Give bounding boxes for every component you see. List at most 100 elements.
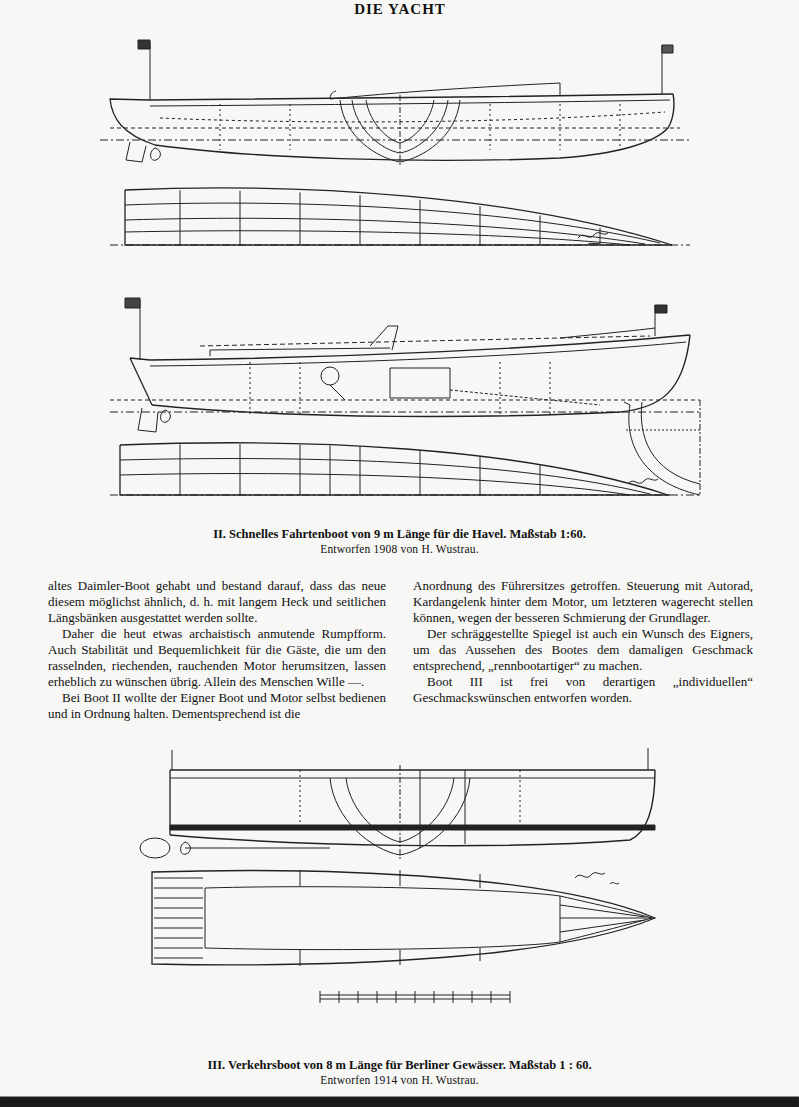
steering-wheel <box>321 367 339 385</box>
station-line <box>540 465 541 495</box>
deck-line <box>150 342 686 366</box>
deck-planking <box>154 908 203 909</box>
rudder <box>126 142 146 162</box>
water-line <box>160 112 665 122</box>
station-line <box>560 104 561 150</box>
deck-planking <box>154 938 203 939</box>
station-line <box>300 192 301 245</box>
hull-bottom <box>155 94 674 160</box>
deck-line <box>170 778 655 779</box>
station-line <box>600 228 601 245</box>
section-line <box>626 430 700 431</box>
rail <box>560 328 655 338</box>
water-line <box>120 474 630 495</box>
station-line <box>620 104 621 150</box>
station-line <box>420 770 465 848</box>
deck-planking <box>154 888 203 889</box>
scale-tick <box>377 991 378 1003</box>
station-line <box>300 445 301 495</box>
deck-line <box>150 100 670 106</box>
plan-outline <box>125 190 672 245</box>
scale-tick <box>510 991 511 1003</box>
station-line <box>240 191 241 245</box>
base-line <box>100 140 690 141</box>
flag <box>138 40 150 49</box>
flag-pole <box>648 748 649 770</box>
plan-outline <box>152 871 655 965</box>
deck-planking <box>154 878 203 879</box>
scale-tick <box>434 991 435 1003</box>
hull-bottom <box>170 770 655 846</box>
flag <box>662 45 673 53</box>
body-paragraph: Daher die heut etwas archaistisch anmute… <box>48 626 386 690</box>
water-line <box>120 459 650 494</box>
station-line <box>180 444 181 495</box>
cockpit-coaming <box>330 83 560 99</box>
station-line <box>180 190 181 245</box>
station-line <box>420 451 421 496</box>
base-line <box>110 495 700 496</box>
station-line <box>300 948 480 966</box>
cockpit-outline <box>205 887 560 950</box>
sheer-line <box>150 94 673 100</box>
station-line <box>250 362 251 414</box>
rail <box>200 336 650 346</box>
flag-pole <box>150 42 151 100</box>
station-line <box>480 206 481 245</box>
section-line <box>624 402 630 405</box>
body-paragraph: Anordnung des Führersitzes getroffen. St… <box>413 578 753 626</box>
station-line <box>360 195 361 245</box>
station-line <box>330 446 331 496</box>
scale-tick <box>339 991 340 1003</box>
sheer-line <box>170 769 655 770</box>
scale-tick <box>472 991 473 1003</box>
steering-column <box>330 385 345 400</box>
station-line <box>480 457 481 495</box>
page-header: DIE YACHT <box>300 1 500 18</box>
deck-planking <box>560 905 655 932</box>
rudder <box>138 408 158 432</box>
deck-planking <box>154 918 203 919</box>
rub-strake <box>170 825 655 830</box>
sheer-line <box>150 335 690 360</box>
station-line <box>360 447 361 495</box>
scale-tick <box>415 991 416 1003</box>
shaft-line <box>185 848 330 849</box>
scale-tick <box>320 991 321 1003</box>
scale-tick <box>358 991 359 1003</box>
figure-caption: III. Verkehrsboot von 8 m Länge für Berl… <box>40 1058 759 1073</box>
scan-edge <box>0 1097 799 1107</box>
water-line <box>110 128 680 129</box>
body-paragraph: Boot III ist frei von derartigen „indivi… <box>413 674 753 706</box>
water-line <box>125 218 645 244</box>
plan-outline <box>125 188 672 245</box>
body-paragraph: altes Daimler-Boot gehabt und bestand da… <box>48 578 386 626</box>
text-column: altes Daimler-Boot gehabt und bestand da… <box>48 578 386 722</box>
station-line <box>220 104 221 150</box>
deck-planking <box>154 898 203 899</box>
signature-mark <box>578 233 608 244</box>
body-paragraph: Der schräggestellte Spiegel ist auch ein… <box>413 626 753 674</box>
scale-tick <box>396 991 397 1003</box>
station-line <box>500 362 501 414</box>
station-line <box>290 104 291 150</box>
transom <box>169 770 170 835</box>
station-line <box>490 104 491 150</box>
scale-tick <box>491 991 492 1003</box>
figure-credit: Entworfen 1908 von H. Wustrau. <box>40 543 759 555</box>
propeller <box>151 148 161 160</box>
body-paragraph: Bei Boot II wollte der Eigner Boot und M… <box>48 690 386 722</box>
plan-outline <box>120 445 670 495</box>
water-line <box>125 231 630 245</box>
center-line <box>400 765 401 860</box>
windscreen <box>370 326 398 350</box>
cockpit-coaming <box>330 91 336 99</box>
flag-pole <box>172 750 173 770</box>
coaming <box>210 348 390 356</box>
stern-counter <box>110 99 155 145</box>
base-line <box>110 412 700 413</box>
body-section <box>641 402 700 484</box>
station-line <box>300 870 480 888</box>
flag-pole <box>140 300 141 360</box>
signature-mark <box>628 479 658 484</box>
